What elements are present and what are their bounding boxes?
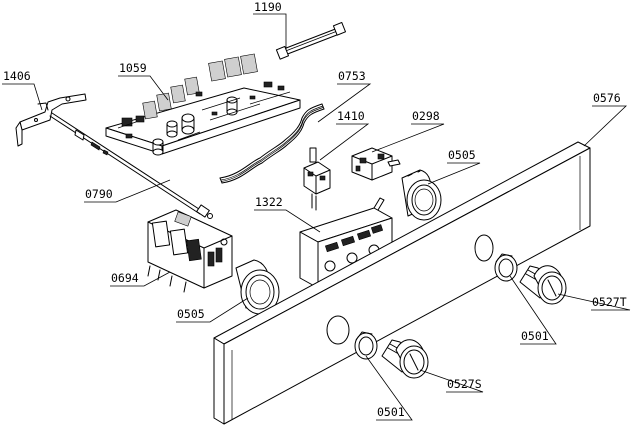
part-label-0501-upper: 0501 [521, 329, 549, 343]
knob-bezel-0505-lower [235, 259, 280, 315]
part-label-0298: 0298 [412, 109, 440, 123]
display-board-1322 [299, 197, 393, 289]
part-label-0576: 0576 [593, 91, 621, 105]
control-board-1059 [105, 53, 301, 156]
part-label-1322: 1322 [255, 195, 283, 209]
knob-ring-0501-upper [494, 253, 518, 282]
part-label-1190: 1190 [254, 0, 282, 14]
control-knob-0527S [381, 339, 429, 379]
part-label-0790: 0790 [85, 187, 113, 201]
part-label-1406: 1406 [3, 69, 31, 83]
bracket-1406 [15, 93, 87, 147]
part-label-1410: 1410 [337, 109, 365, 123]
part-labels: 1190 1406 1059 0753 1410 0298 0576 0505 … [3, 0, 627, 419]
switch-1410 [303, 147, 331, 211]
part-label-0527S: 0527S [447, 377, 482, 391]
control-panel-0576 [213, 141, 591, 425]
control-knob-0527T [519, 265, 567, 305]
part-label-0527T: 0527T [592, 295, 627, 309]
part-label-0753: 0753 [338, 69, 366, 83]
relay-block-0694 [147, 209, 233, 293]
part-label-0501-lower: 0501 [377, 405, 405, 419]
part-label-0505-lower: 0505 [177, 307, 205, 321]
knob-ring-0501-lower [354, 331, 378, 360]
flat-cable-0753 [219, 103, 325, 184]
knob-bezel-0505-upper [401, 169, 442, 221]
part-label-0694: 0694 [111, 271, 139, 285]
leader-lines [2, 13, 631, 421]
part-label-1059: 1059 [119, 61, 147, 75]
ribbon-cable-1190 [275, 21, 347, 60]
rotary-switch-0298 [351, 147, 401, 181]
part-label-0505-upper: 0505 [448, 148, 476, 162]
temperature-probe-0790 [49, 112, 213, 219]
